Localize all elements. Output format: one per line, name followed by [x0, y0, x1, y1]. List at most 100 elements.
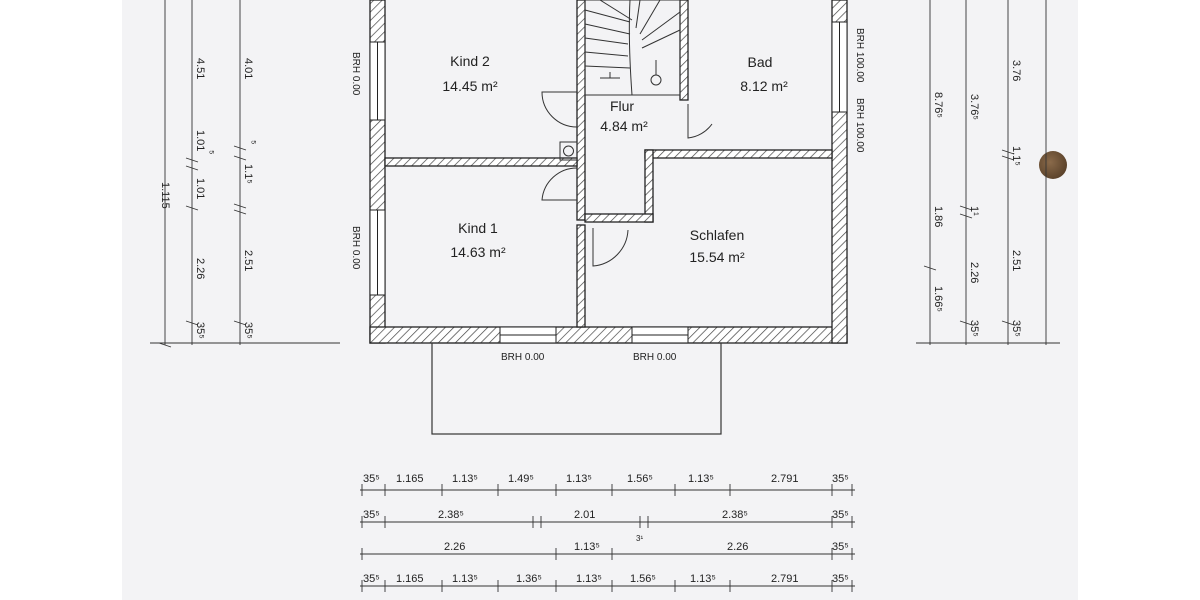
dimension-lines-bottom — [360, 484, 855, 592]
room-name-bad: Bad — [748, 54, 773, 70]
brh-left-upper: BRH 0.00 — [350, 52, 361, 96]
dim-row1-2: 1.13⁵ — [452, 473, 478, 485]
door-bad — [687, 104, 713, 139]
dim-right3-1: 1.1⁵ — [1010, 146, 1022, 166]
dim-row1-3: 1.49⁵ — [508, 473, 534, 485]
room-area-kind1: 14.63 m² — [450, 244, 506, 260]
row4-ticks — [361, 580, 853, 592]
dim-left2-3: 35⁵ — [242, 322, 254, 339]
dim-row1-0: 35⁵ — [363, 473, 380, 485]
dim-right2-1: 1¹ — [968, 206, 980, 216]
dim-right3-3: 35⁵ — [1010, 320, 1022, 337]
dim-right2-2: 2.26 — [968, 262, 980, 283]
wall-outer-bottom — [369, 326, 848, 344]
staircase — [584, 0, 681, 96]
dimension-text-left: 1.115 4.51 1.01 1.01 2.26 35⁵ 4.01 1.1⁵ … — [159, 58, 258, 339]
brh-bottom-left: BRH 0.00 — [501, 352, 545, 363]
chimney — [559, 141, 578, 161]
windows — [369, 21, 848, 344]
wall-stair-left — [576, 0, 586, 221]
dim-left1-2: 1.01 — [194, 178, 206, 199]
dim-row4-5: 1.56⁵ — [630, 573, 656, 585]
window-sill-labels: BRH 0.00 BRH 0.00 BRH 100.00 BRH 100.00 … — [350, 28, 865, 363]
dim-right3-0: 3.76 — [1010, 60, 1022, 81]
dimension-lines-left — [150, 0, 340, 348]
dim-row2-3: 2.38⁵ — [722, 509, 748, 521]
dim-row1-6: 1.13⁵ — [688, 473, 714, 485]
drawing-sheet — [122, 0, 1078, 600]
dim-row2-2: 2.01 — [574, 509, 595, 521]
dim-left1-4: 35⁵ — [194, 322, 206, 339]
door-schlafen — [592, 228, 629, 267]
dim-left1-1: 1.01 — [194, 130, 206, 151]
wall-kind2-kind1 — [384, 157, 578, 167]
dim-row1-7: 2.791 — [771, 473, 799, 485]
room-area-kind2: 14.45 m² — [442, 78, 498, 94]
balcony — [431, 342, 722, 435]
dim-row4-8: 35⁵ — [832, 573, 849, 585]
room-name-flur: Flur — [610, 98, 634, 114]
dim-row4-6: 1.13⁵ — [690, 573, 716, 585]
dim-right1-1: 1.86 — [932, 206, 944, 227]
door-kind1 — [541, 167, 578, 201]
room-area-schlafen: 15.54 m² — [689, 249, 745, 265]
brh-left-lower: BRH 0.00 — [350, 226, 361, 270]
wall-kind1-schlafen — [576, 224, 586, 328]
dim-left-small-1: ⁵ — [246, 140, 258, 145]
dim-left1-0: 4.51 — [194, 58, 206, 79]
dim-right2-0: 3.76⁵ — [968, 94, 980, 120]
dim-left0-0: 1.115 — [159, 182, 171, 209]
dim-row1-5: 1.56⁵ — [627, 473, 653, 485]
dim-row1-8: 35⁵ — [832, 473, 849, 485]
brh-right-b: BRH 100.00 — [854, 98, 865, 153]
dim-row3-0: 2.26 — [444, 541, 465, 553]
dim-right1-2: 1.66⁵ — [932, 286, 944, 312]
dim-row4-1: 1.165 — [396, 573, 424, 585]
room-name-schlafen: Schlafen — [690, 227, 744, 243]
dim-right2-3: 35⁵ — [968, 320, 980, 337]
wall-flur-schlafen — [644, 149, 654, 223]
dim-row2-0: 35⁵ — [363, 509, 380, 521]
dimension-text-right: 8.76⁵ 1.86 1.66⁵ 3.76⁵ 1¹ 2.26 35⁵ 3.76 … — [932, 60, 1022, 337]
binder-hole — [1039, 151, 1067, 179]
dim-right3-2: 2.51 — [1010, 250, 1022, 271]
dim-left2-0: 4.01 — [242, 58, 254, 79]
brh-right-a: BRH 100.00 — [854, 28, 865, 83]
dim-row3-3: 35⁵ — [832, 541, 849, 553]
row3-ticks — [361, 548, 853, 560]
dim-row2-small: 3¹ — [636, 534, 643, 543]
wall-bad-schlafen — [644, 149, 833, 159]
dim-left2-1: 1.1⁵ — [242, 164, 254, 184]
dim-row3-2: 2.26 — [727, 541, 748, 553]
dim-row4-0: 35⁵ — [363, 573, 380, 585]
dimension-lines-right — [916, 0, 1060, 345]
room-name-kind1: Kind 1 — [458, 220, 498, 236]
room-labels: Kind 2 14.45 m² Bad 8.12 m² Flur 4.84 m²… — [442, 53, 788, 265]
dim-row4-4: 1.13⁵ — [576, 573, 602, 585]
brh-bottom-right: BRH 0.00 — [633, 352, 677, 363]
dim-row4-3: 1.36⁵ — [516, 573, 542, 585]
wall-flur-bottom — [584, 213, 654, 223]
room-area-bad: 8.12 m² — [740, 78, 788, 94]
dim-left2-2: 2.51 — [242, 250, 254, 271]
dim-row1-1: 1.165 — [396, 473, 424, 485]
room-name-kind2: Kind 2 — [450, 53, 490, 69]
dim-row1-4: 1.13⁵ — [566, 473, 592, 485]
dim-row2-4: 35⁵ — [832, 509, 849, 521]
walls — [369, 0, 848, 344]
dim-left1-3: 2.26 — [194, 258, 206, 279]
row2-ticks — [361, 516, 853, 528]
doors — [541, 91, 713, 267]
dim-row3-1: 1.13⁵ — [574, 541, 600, 553]
dim-right1-0: 8.76⁵ — [932, 92, 944, 118]
dim-row4-7: 2.791 — [771, 573, 799, 585]
room-area-flur: 4.84 m² — [600, 118, 648, 134]
row1-ticks — [361, 484, 853, 496]
dim-row4-2: 1.13⁵ — [452, 573, 478, 585]
door-kind2 — [541, 91, 578, 128]
wall-stair-right — [679, 0, 689, 101]
dim-row2-1: 2.38⁵ — [438, 509, 464, 521]
dim-left-small-0: ⁵ — [204, 150, 216, 155]
dimension-text-bottom: 35⁵ 1.165 1.13⁵ 1.49⁵ 1.13⁵ 1.56⁵ 1.13⁵ … — [363, 473, 849, 585]
